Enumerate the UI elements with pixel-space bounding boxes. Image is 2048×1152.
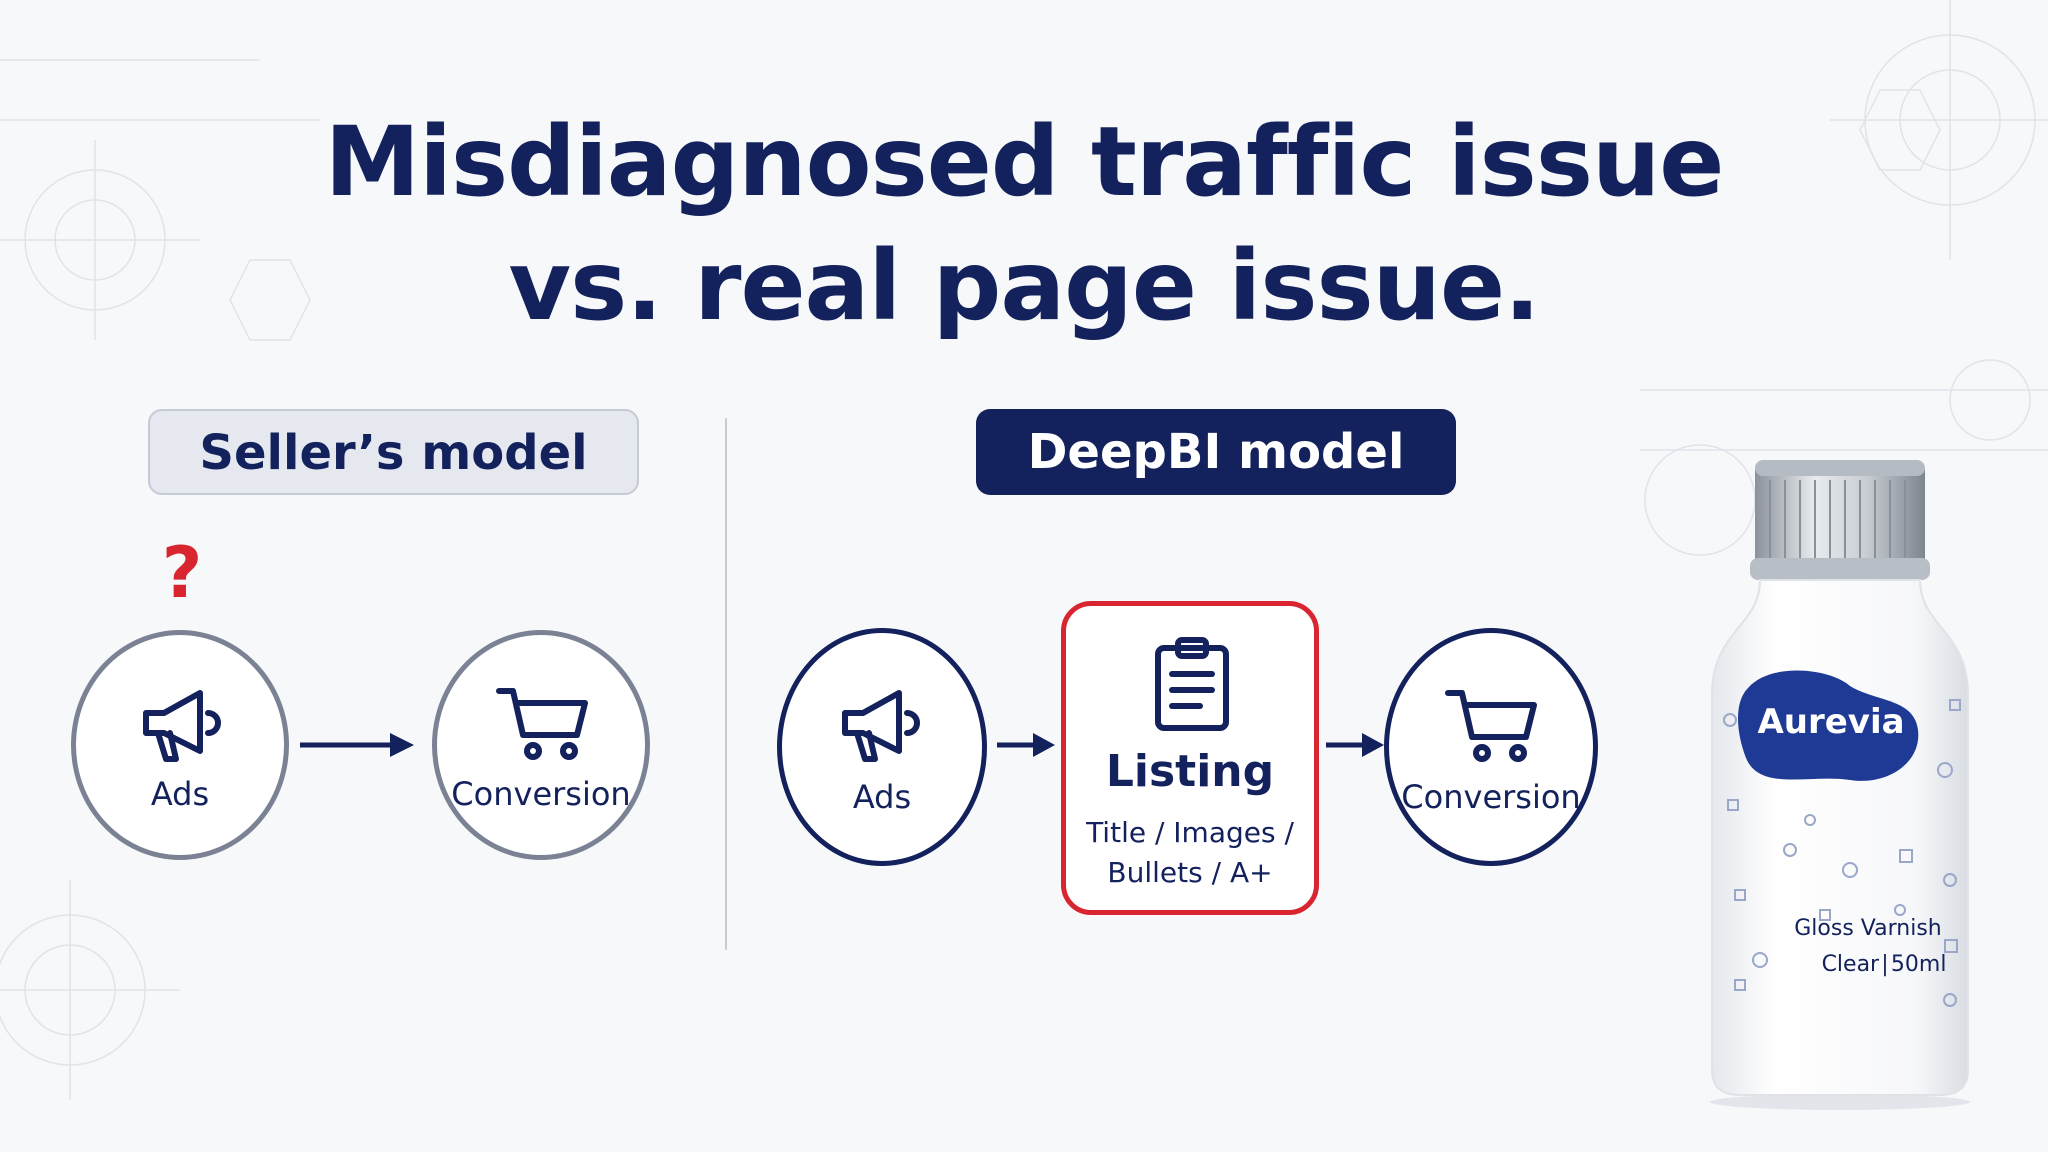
listing-detail-line-2: Bullets / A+	[1107, 856, 1273, 889]
product-brand: Aurevia	[1757, 702, 1905, 742]
page-title-line-2: vs. real page issue.	[508, 230, 1540, 342]
bottle-illustration	[1710, 460, 1970, 1110]
deepbi-flow-arrow-2	[1326, 733, 1384, 757]
section-divider	[725, 418, 727, 950]
deepbi-ads-label: Ads	[852, 778, 912, 816]
page-title: Misdiagnosed traffic issue vs. real page…	[0, 100, 2048, 348]
listing-detail-line-1: Title / Images /	[1086, 816, 1294, 849]
seller-ads-node: Ads	[71, 630, 289, 860]
megaphone-icon	[842, 690, 920, 762]
seller-conversion-label: Conversion	[451, 775, 631, 813]
product-bottle: Aurevia Gloss Varnish Clear | 50ml	[1700, 440, 1980, 1110]
deepbi-listing-node: Listing Title / Images / Bullets / A+	[1061, 601, 1319, 915]
clipboard-icon	[1155, 637, 1229, 731]
deepbi-conversion-label: Conversion	[1401, 778, 1581, 816]
shopping-cart-icon	[1445, 690, 1537, 762]
deepbi-flow-arrow-1	[997, 733, 1055, 757]
shopping-cart-icon	[496, 688, 588, 760]
product-variant: Clear | 50ml	[1821, 952, 1947, 977]
page-title-line-1: Misdiagnosed traffic issue	[324, 106, 1725, 218]
seller-flow-arrow	[300, 733, 414, 757]
deepbi-ads-node: Ads	[777, 628, 987, 866]
seller-ads-label: Ads	[150, 775, 210, 813]
megaphone-icon	[143, 690, 221, 762]
deepbi-conversion-node: Conversion	[1384, 628, 1598, 866]
deepbi-listing-detail: Title / Images / Bullets / A+	[1066, 813, 1314, 893]
seller-model-label: Seller’s model	[148, 409, 639, 495]
seller-conversion-node: Conversion	[432, 630, 650, 860]
deepbi-listing-label: Listing	[1105, 746, 1275, 797]
deepbi-model-label: DeepBI model	[976, 409, 1456, 495]
product-name: Gloss Varnish	[1794, 916, 1942, 941]
question-mark: ?	[161, 532, 203, 614]
